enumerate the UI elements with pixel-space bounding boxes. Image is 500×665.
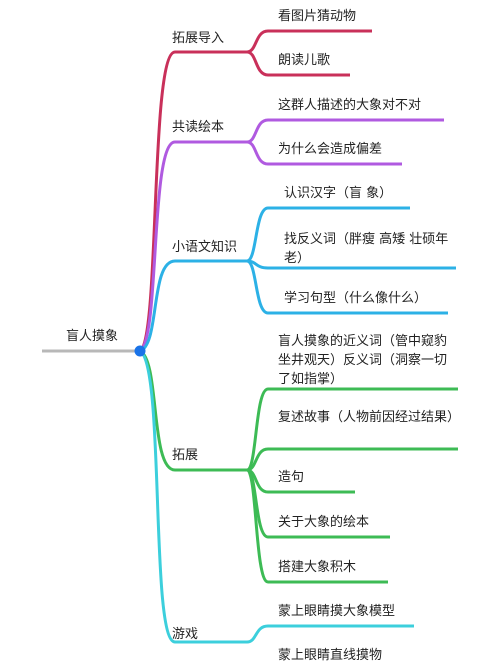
leaf-2-2: 为什么会造成偏差 (278, 142, 383, 157)
leaf-4-1: 盲人摸象的近义词（管中窥豹 坐井观天）反义词（洞察一切 了如指掌） (278, 334, 448, 387)
leaf-4-4: 关于大象的绘本 (278, 515, 370, 530)
leaf-line-4-2 (246, 447, 458, 472)
leaf-3-3: 学习句型（什么像什么） (284, 291, 428, 306)
branch-line-2 (138, 140, 247, 353)
branch-label-2: 共读绘本 (172, 120, 225, 135)
leaf-line-4-1 (245, 387, 458, 472)
root-node-dot (134, 345, 146, 357)
leaf-1-1: 看图片猜动物 (278, 9, 357, 24)
leaf-5-2: 蒙上眼睛直线摸物 (278, 648, 383, 663)
branch-line-5 (138, 349, 247, 644)
leaf-line-1-2 (246, 50, 350, 77)
leaf-line-3-3 (246, 259, 448, 315)
leaf-line-2-1 (246, 118, 444, 144)
leaf-4-3: 造句 (278, 470, 305, 485)
leaf-line-2-2 (246, 140, 402, 166)
connector-lines (42, 29, 458, 644)
branch-label-5: 游戏 (172, 627, 199, 642)
branch-line-3 (139, 259, 247, 353)
leaf-line-1-1 (246, 29, 372, 54)
branch-label-3: 小语文知识 (172, 240, 238, 255)
leaf-2-1: 这群人描述的大象对不对 (278, 98, 422, 113)
leaf-5-1: 蒙上眼睛摸大象模型 (278, 604, 396, 619)
leaf-line-3-1 (246, 206, 410, 263)
leaf-3-1: 认识汉字（盲 象） (284, 186, 393, 201)
branch-label-4: 拓展 (172, 448, 199, 463)
leaf-3-2: 找反义词（胖瘦 高矮 壮硕年老） (284, 232, 449, 266)
leaf-4-2: 复述故事（人物前因经过结果） (278, 410, 461, 425)
leaf-1-2: 朗读儿歌 (278, 53, 331, 68)
leaf-4-5: 搭建大象积木 (278, 560, 357, 575)
branch-label-1: 拓展导入 (172, 31, 225, 46)
root-label: 盲人摸象 (66, 329, 119, 344)
leaf-line-4-5 (245, 468, 388, 584)
leaf-line-5-1 (246, 624, 414, 644)
